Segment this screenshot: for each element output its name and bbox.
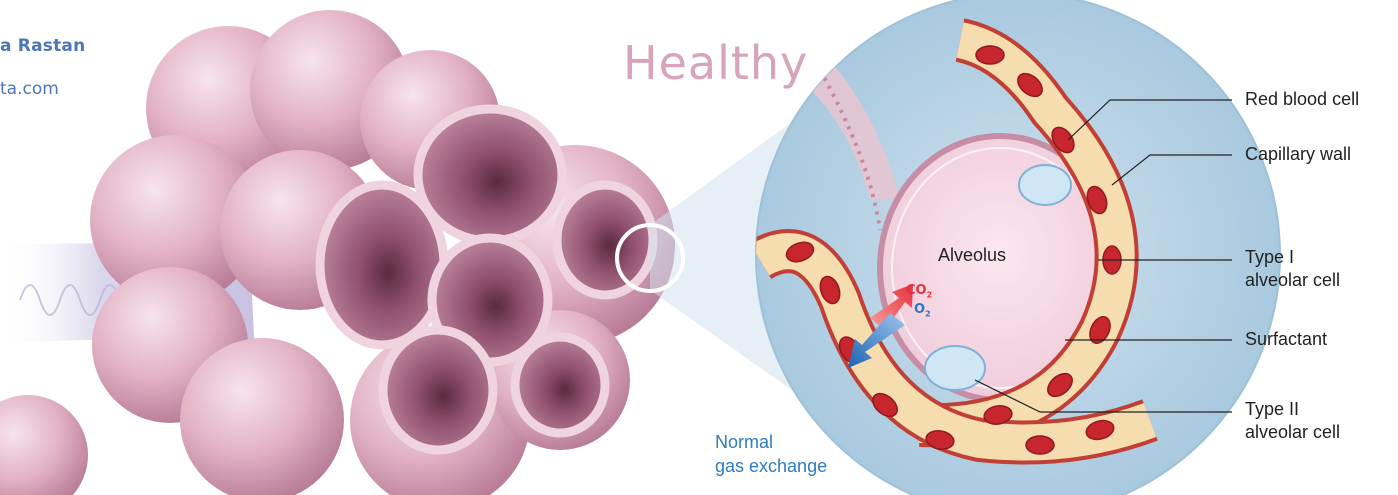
o2-label: O2	[914, 302, 931, 319]
alveolus-label: Alveolus	[938, 245, 1006, 266]
label-type-i-cell: Type I alveolar cell	[1245, 246, 1340, 292]
credit-website: ta.com	[0, 79, 59, 99]
label-surfactant: Surfactant	[1245, 328, 1327, 351]
credit-author: a Rastan	[0, 36, 85, 56]
label-type-ii-cell: Type II alveolar cell	[1245, 398, 1340, 444]
label-capillary-wall: Capillary wall	[1245, 143, 1351, 166]
detail-circle	[756, 0, 1280, 495]
label-red-blood-cell: Red blood cell	[1245, 88, 1359, 111]
co2-label: CO2	[906, 283, 932, 300]
alveolar-sac-cluster	[0, 10, 675, 495]
gas-exchange-label: Normal gas exchange	[715, 430, 827, 478]
page-title: Healthy	[623, 36, 808, 90]
